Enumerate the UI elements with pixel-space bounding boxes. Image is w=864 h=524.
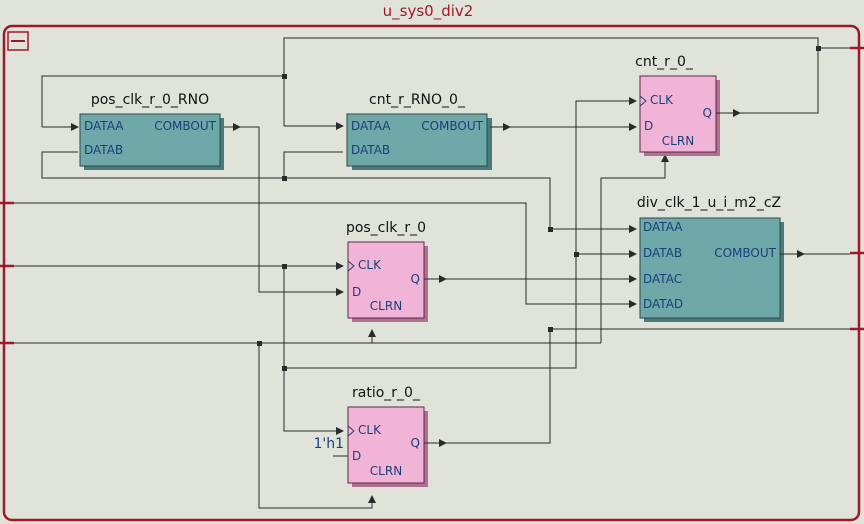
module-title: u_sys0_div2 <box>383 2 474 21</box>
clock-edge-icon <box>639 95 647 107</box>
pin-datab: DATAB <box>84 143 123 157</box>
minus-box-icon[interactable] <box>7 31 29 51</box>
instance-pos-clk-r-0-rno[interactable]: pos_clk_r_0_RNO DATAA DATAB COMBOUT <box>79 92 224 170</box>
pin-dataa: DATAA <box>84 119 124 133</box>
module-ports <box>0 46 864 345</box>
pin-d: D <box>352 449 361 463</box>
pin-clrn: CLRN <box>662 134 694 148</box>
instance-label: cnt_r_RNO_0_ <box>369 92 466 108</box>
pin-d: D <box>644 119 653 133</box>
pin-clrn: CLRN <box>370 464 402 478</box>
wires <box>14 37 850 509</box>
output-arrows <box>224 109 805 447</box>
pin-q: Q <box>411 272 420 286</box>
instance-label: cnt_r_0_ <box>635 54 694 70</box>
pin-clk: CLK <box>358 258 382 272</box>
pin-dataa: DATAA <box>643 220 683 234</box>
pin-datab: DATAB <box>643 246 682 260</box>
pin-clk: CLK <box>650 93 674 107</box>
instance-ratio-r-0[interactable]: ratio_r_0_ CLK D Q CLRN 1'h1 <box>313 385 428 487</box>
clock-edge-icon <box>347 425 355 437</box>
instance-cnt-r-0[interactable]: cnt_r_0_ CLK D Q CLRN <box>635 54 720 156</box>
pin-datad: DATAD <box>643 297 683 311</box>
pin-q: Q <box>411 436 420 450</box>
pin-datac: DATAC <box>643 272 682 286</box>
pin-d: D <box>352 285 361 299</box>
pin-dataa: DATAA <box>351 119 391 133</box>
pin-datab: DATAB <box>351 143 390 157</box>
instance-div-clk-1-u-i-m2-cz[interactable]: div_clk_1_u_i_m2_cZ DATAA DATAB DATAC DA… <box>637 195 784 322</box>
pin-clrn: CLRN <box>370 299 402 313</box>
pin-combout: COMBOUT <box>714 246 776 260</box>
pin-q: Q <box>703 106 712 120</box>
instance-label: div_clk_1_u_i_m2_cZ <box>637 195 781 211</box>
clock-edge-icon <box>347 260 355 272</box>
instance-label: pos_clk_r_0 <box>346 220 426 236</box>
module-frame[interactable] <box>2 24 861 522</box>
constant-value: 1'h1 <box>313 436 344 452</box>
instance-cnt-r-rno-0[interactable]: cnt_r_RNO_0_ DATAA DATAB COMBOUT <box>346 92 492 170</box>
instance-label: pos_clk_r_0_RNO <box>91 92 209 108</box>
instance-pos-clk-r-0[interactable]: pos_clk_r_0 CLK D Q CLRN <box>346 220 428 322</box>
instance-label: ratio_r_0_ <box>352 385 421 401</box>
pin-combout: COMBOUT <box>154 119 216 133</box>
pin-clk: CLK <box>358 423 382 437</box>
wire-junctions <box>257 46 821 371</box>
pin-combout: COMBOUT <box>421 119 483 133</box>
